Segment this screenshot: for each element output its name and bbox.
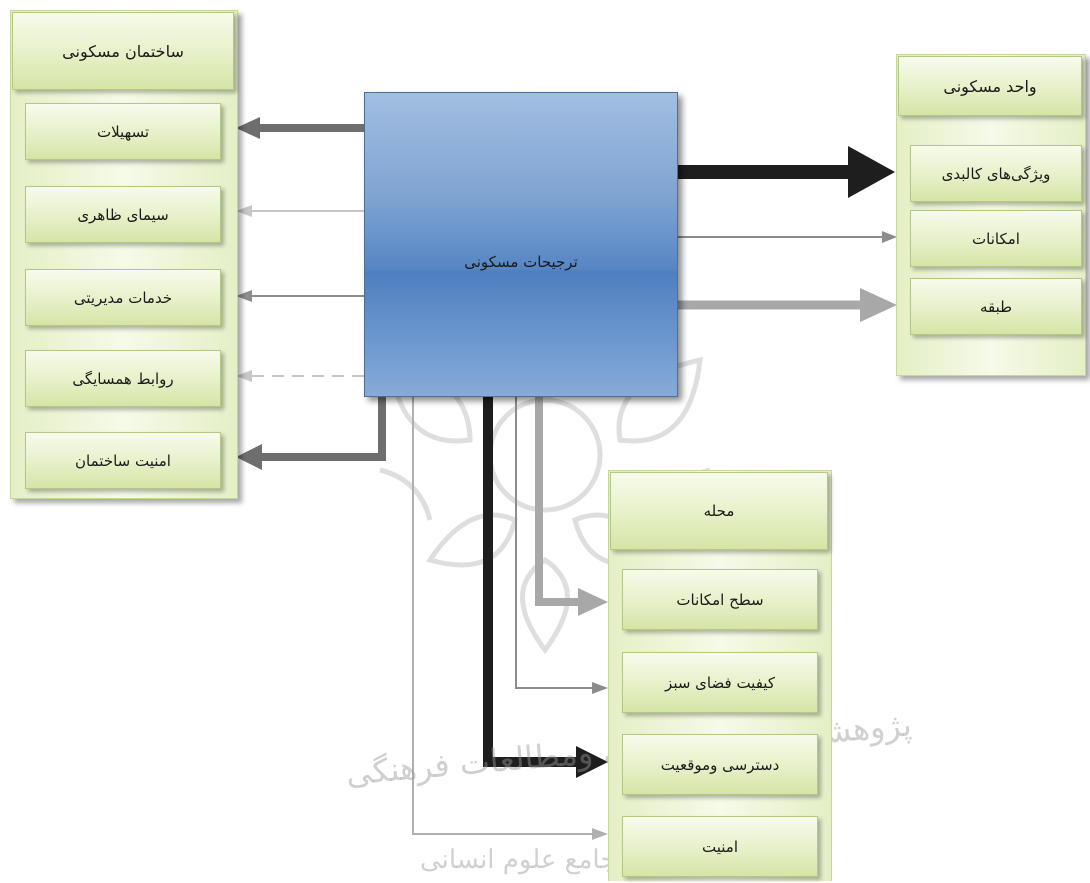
bottom-item-security: امنیت: [622, 816, 818, 877]
center-label: ترجیحات مسکونی: [464, 253, 578, 271]
bottom-item-green-space-quality: کیفیت فضای سبز: [622, 652, 818, 713]
left-item-facilities: تسهیلات: [25, 103, 221, 160]
right-item-amenities: امکانات: [910, 210, 1082, 267]
left-item-building-security: امنیت ساختمان: [25, 432, 221, 489]
arrow-to-facilities: [236, 117, 364, 139]
left-item-neighbor-relations: روابط همسایگی: [25, 350, 221, 407]
arrow-to-neighborhood-security: [412, 395, 608, 840]
left-item-appearance: سیمای ظاهری: [25, 186, 221, 243]
bottom-panel-title: محله: [610, 472, 828, 550]
right-item-physical-features: ویژگی‌های کالبدی: [910, 145, 1082, 202]
arrow-to-building-security: [236, 395, 386, 470]
center-residential-preferences: ترجیحات مسکونی: [364, 92, 678, 397]
arrow-to-floor: [676, 288, 897, 322]
arrow-to-physical-features: [676, 146, 895, 198]
arrow-to-neighbor-relations: [236, 370, 364, 382]
right-panel-title: واحد مسکونی: [898, 56, 1082, 116]
arrow-to-amenities: [676, 231, 897, 243]
left-panel-title: ساختمان مسکونی: [12, 12, 234, 90]
right-item-floor: طبقه: [910, 278, 1082, 335]
bottom-item-access-location: دسترسی وموقعیت: [622, 734, 818, 795]
arrow-to-facility-level: [535, 395, 608, 616]
arrow-to-appearance: [236, 205, 364, 217]
bottom-item-facility-level: سطح امکانات: [622, 569, 818, 630]
arrow-to-green-space-quality: [515, 395, 608, 694]
arrow-to-management-services: [236, 290, 364, 302]
left-item-management-services: خدمات مدیریتی: [25, 269, 221, 326]
arrow-to-access-location: [483, 395, 608, 778]
left-panel-residential-building: [10, 10, 238, 499]
